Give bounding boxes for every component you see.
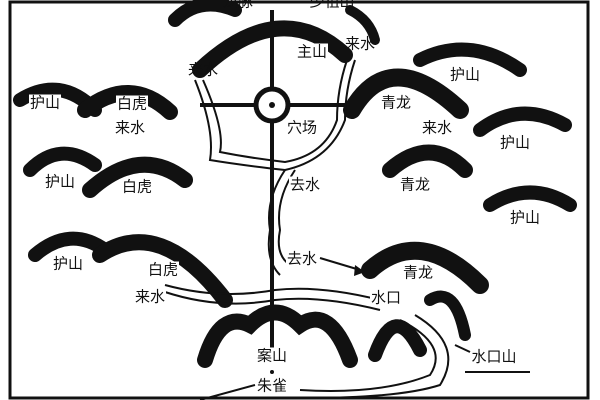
- mountain-baihu: [82, 156, 193, 198]
- label-qinglong: 青龙: [398, 175, 432, 194]
- mountain-hushan: [28, 231, 112, 262]
- label-hushan: 护山: [448, 65, 482, 84]
- label-shaozushan: 少祖山: [309, 0, 355, 11]
- label-anshan: 案山: [255, 346, 289, 365]
- label-longmai: 龙脉: [222, 0, 254, 11]
- mountain-shuikou: [424, 290, 471, 341]
- arrow-icon: [354, 265, 365, 276]
- frame: [8, 0, 590, 400]
- mountain-hushan: [473, 106, 572, 137]
- mountain-hushan: [413, 42, 527, 77]
- mountains: [13, 0, 577, 368]
- mountain-qinglong: [382, 144, 473, 178]
- label-baihu: 白虎: [115, 94, 149, 113]
- label-hushan: 护山: [508, 208, 542, 227]
- label-hushan: 护山: [51, 254, 85, 273]
- mountain-hushan: [483, 185, 577, 212]
- mountain-anshan: [197, 304, 358, 368]
- label-qinglong: 青龙: [401, 263, 435, 282]
- mountain-qinglong: [343, 68, 469, 119]
- label-qushui: 去水: [285, 249, 319, 268]
- label-laishui: 来水: [344, 34, 376, 53]
- label-baihu: 白虎: [146, 260, 180, 279]
- water-flows: [164, 59, 530, 400]
- mountain-longmai: [168, 0, 242, 27]
- label-zhuque: 朱雀: [255, 376, 289, 395]
- mountain-baihu: [77, 85, 178, 120]
- mountain-hushan: [23, 146, 102, 177]
- label-qinglong: 青龙: [379, 93, 413, 112]
- mountain-qinglong: [361, 241, 489, 294]
- label-hushan: 护山: [28, 93, 62, 112]
- label-shuikou: 水口: [369, 288, 403, 307]
- label-hushan: 护山: [498, 133, 532, 152]
- label-xuechang: 穴场: [285, 118, 319, 137]
- label-hushan: 护山: [43, 172, 77, 191]
- axes: [200, 10, 350, 360]
- mountain-baihu: [92, 234, 233, 308]
- label-baihu: 白虎: [120, 177, 154, 196]
- label-laishui: 来水: [187, 60, 219, 79]
- label-zhushan: 主山: [295, 42, 329, 61]
- dot: [270, 370, 274, 374]
- label-shuikoushan: 水口山: [470, 347, 518, 366]
- label-laishui: 来水: [420, 118, 454, 137]
- label-laishui: 来水: [133, 287, 167, 306]
- mountain-shaozushan: [345, 5, 380, 45]
- mountain-zhushan: [192, 20, 353, 78]
- label-laishui: 来水: [113, 118, 147, 137]
- mountain-shuikou: [368, 319, 427, 362]
- label-qushui: 去水: [288, 175, 322, 194]
